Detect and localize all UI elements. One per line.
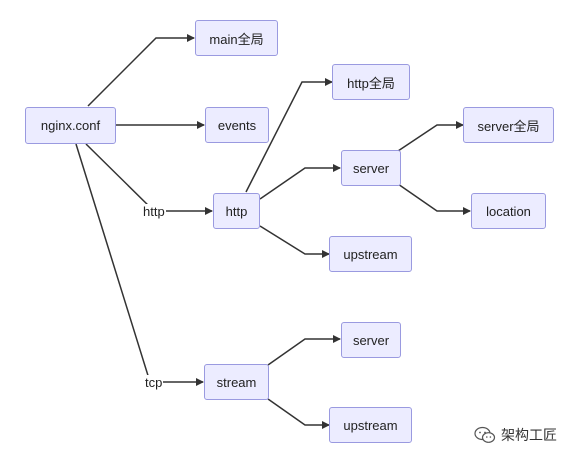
edge-http-to-upstream [259,225,330,258]
node-nginx-conf: nginx.conf [25,107,116,144]
edge-http-to-httpglobal [245,78,333,193]
edge-nginx-to-main [87,34,195,107]
node-http: http [213,193,260,229]
node-http-global: http全局 [332,64,410,100]
edge-server-to-serverglobal [397,121,464,152]
node-http-server: server [341,150,401,186]
edge-stream-to-server [267,335,341,366]
edge-server-to-location [397,183,471,215]
edge-nginx-to-stream [75,143,204,386]
node-stream: stream [204,364,269,400]
node-main-global: main全局 [195,20,278,56]
edge-http-to-server [259,164,341,200]
node-stream-server: server [341,322,401,358]
node-events: events [205,107,269,143]
edge-label-tcp: tcp [144,375,164,390]
watermark-text: 架构工匠 [501,427,557,443]
edge-label-http: http [142,204,166,219]
edge-stream-to-upstream [267,398,330,429]
node-http-upstream: upstream [329,236,412,272]
node-server-global: server全局 [463,107,554,143]
wechat-icon [474,426,496,443]
node-location: location [471,193,546,229]
watermark: 架构工匠 [474,425,557,445]
node-stream-upstream: upstream [329,407,412,443]
edge-nginx-to-http [85,143,213,215]
